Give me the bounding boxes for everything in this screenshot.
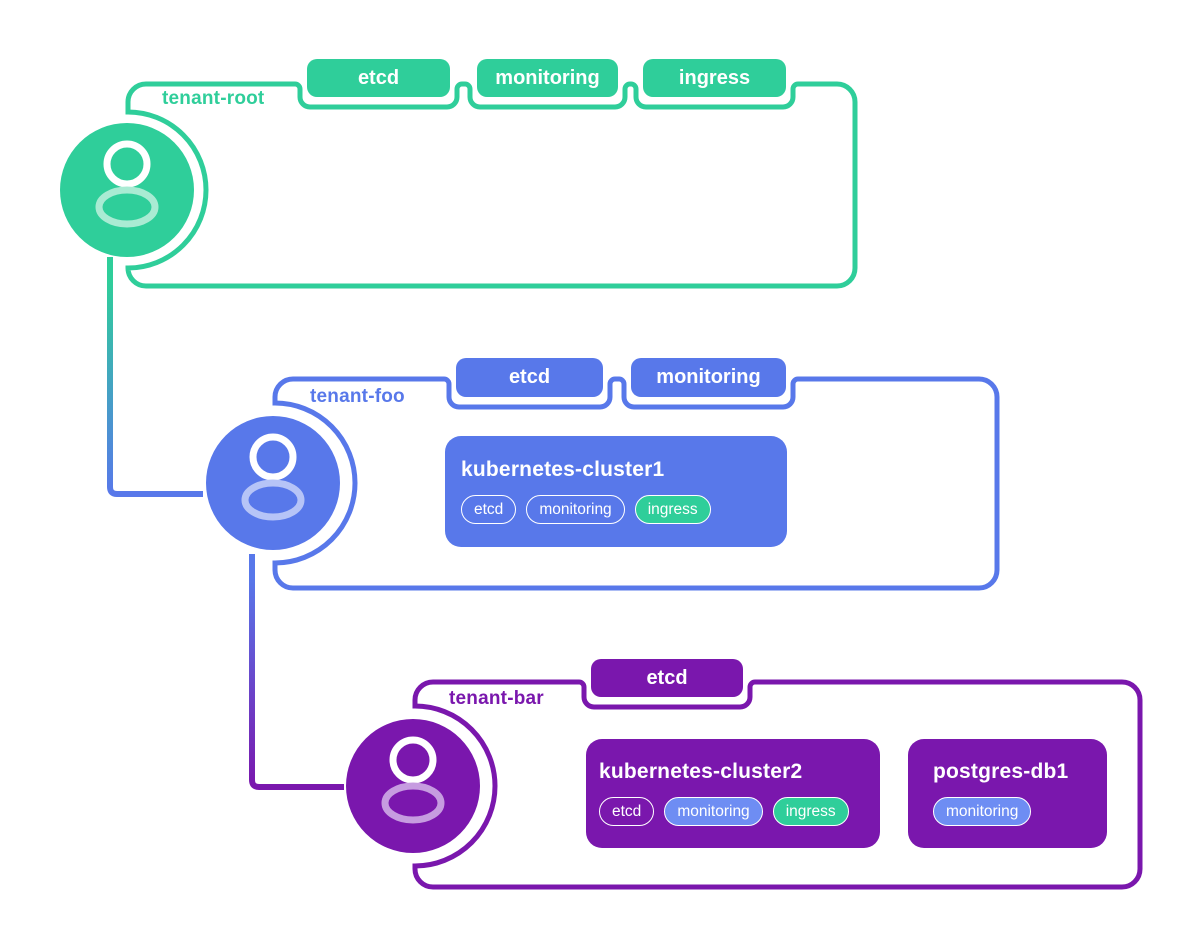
namespace-badge-etcd: etcd: [456, 358, 603, 397]
cluster-badge-etcd: etcd: [599, 797, 655, 826]
cluster-badge-etcd: etcd: [461, 495, 517, 524]
tenant-foo-avatar: [206, 416, 340, 550]
tenant-bar-name-label: tenant-bar: [449, 688, 544, 709]
connector-foo-to-bar: [249, 554, 344, 790]
cluster-badge-monitoring: monitoring: [933, 797, 1032, 826]
person-icon: [241, 433, 305, 521]
cluster-badge-monitoring: monitoring: [664, 797, 763, 826]
cluster-badge-row: etcd monitoring ingress: [599, 797, 868, 826]
cluster-card-kubernetes-cluster2: kubernetes-cluster2 etcd monitoring ingr…: [586, 739, 880, 848]
cluster-title: postgres-db1: [933, 760, 1069, 783]
tenant-root-avatar: [60, 123, 194, 257]
person-icon: [381, 736, 445, 824]
namespace-badge-etcd: etcd: [307, 59, 450, 97]
person-icon: [95, 140, 159, 228]
cluster-badge-row: monitoring: [933, 797, 1095, 826]
cluster-title: kubernetes-cluster1: [461, 458, 665, 481]
cluster-badge-row: etcd monitoring ingress: [461, 495, 771, 524]
tenant-root-name-label: tenant-root: [162, 88, 265, 109]
tenant-foo-container-border: [272, 376, 1000, 591]
cluster-title: kubernetes-cluster2: [599, 760, 803, 783]
tenant-foo-name-label: tenant-foo: [310, 386, 405, 407]
namespace-badge-ingress: ingress: [643, 59, 786, 97]
tenant-bar-avatar: [346, 719, 480, 853]
tenant-bar-container-border: [412, 679, 1143, 890]
cluster-badge-ingress: ingress: [634, 495, 711, 524]
cluster-card-kubernetes-cluster1: kubernetes-cluster1 etcd monitoring ingr…: [445, 436, 787, 547]
connector-root-to-foo: [107, 257, 203, 497]
namespace-badge-etcd: etcd: [591, 659, 743, 697]
namespace-badge-monitoring: monitoring: [477, 59, 618, 97]
cluster-badge-ingress: ingress: [772, 797, 849, 826]
tenant-root-container-border: [125, 81, 858, 289]
cluster-badge-monitoring: monitoring: [526, 495, 625, 524]
cluster-card-postgres-db1: postgres-db1 monitoring: [908, 739, 1107, 848]
namespace-badge-monitoring: monitoring: [631, 358, 786, 397]
